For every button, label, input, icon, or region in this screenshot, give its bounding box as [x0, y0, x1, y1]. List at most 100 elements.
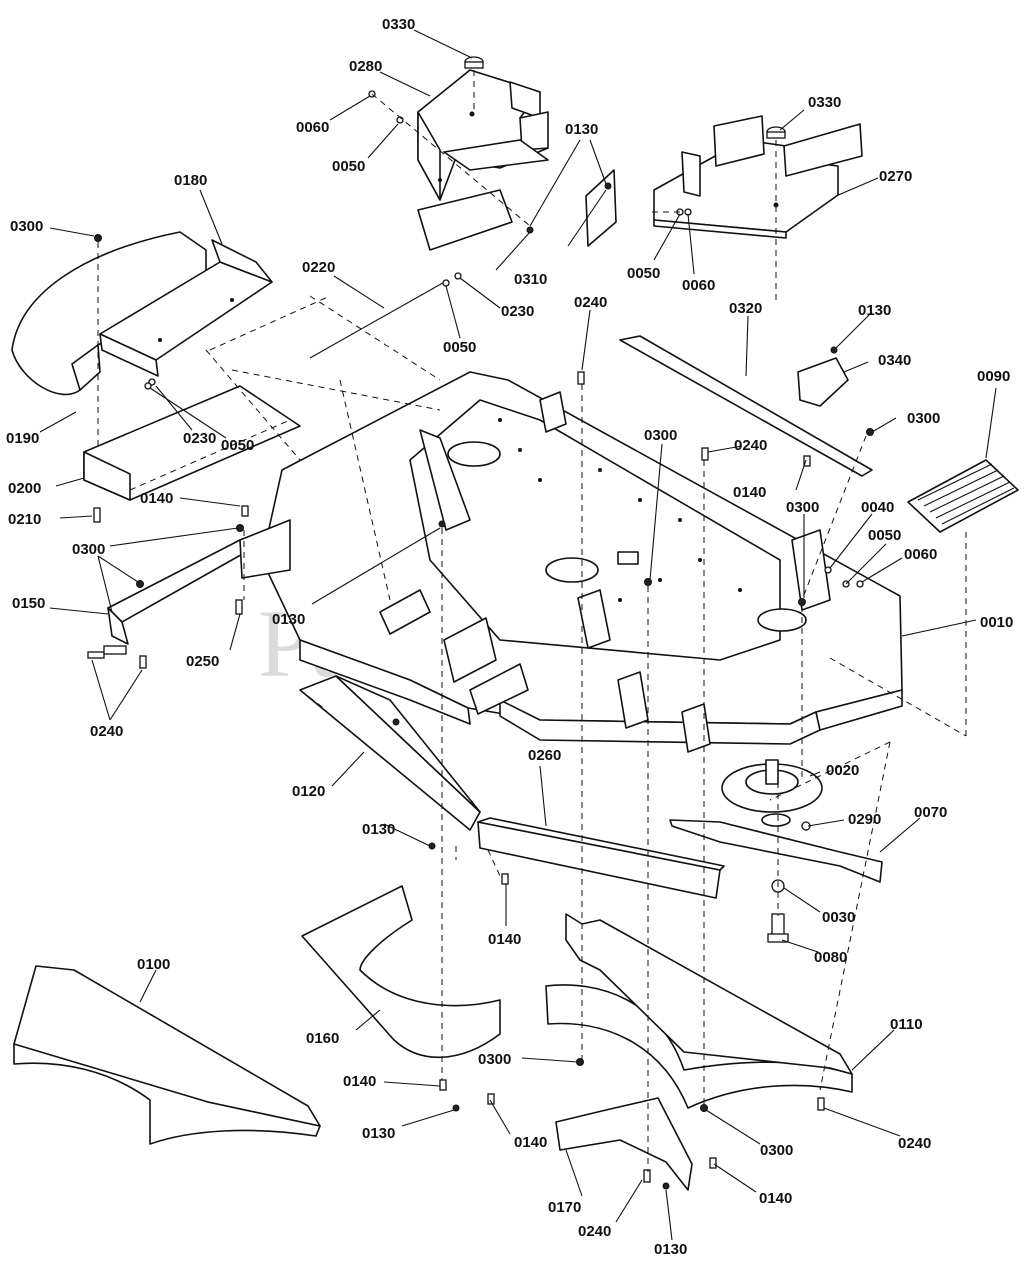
callout-0300[interactable]: 0300 [72, 541, 105, 558]
callout-0230[interactable]: 0230 [501, 303, 534, 320]
callout-0270[interactable]: 0270 [879, 168, 912, 185]
part-0150-gauge-bracket[interactable] [107, 519, 291, 645]
part-0300-nut-c[interactable] [136, 580, 144, 588]
callout-0140[interactable]: 0140 [733, 484, 766, 501]
callout-0300[interactable]: 0300 [644, 427, 677, 444]
callout-0040[interactable]: 0040 [861, 499, 894, 516]
part-0160-baffle-mid[interactable] [301, 885, 501, 1059]
callout-0050[interactable]: 0050 [221, 437, 254, 454]
callout-0320[interactable]: 0320 [729, 300, 762, 317]
part-0180-chute-bracket[interactable] [99, 239, 273, 377]
callout-0250[interactable]: 0250 [186, 653, 219, 670]
callout-0060[interactable]: 0060 [682, 277, 715, 294]
part-0300-nut-e[interactable] [798, 598, 806, 606]
part-0240-stud-left[interactable] [87, 645, 127, 659]
part-0300-nut-f[interactable] [866, 428, 874, 436]
callout-0130[interactable]: 0130 [565, 121, 598, 138]
part-0320-trim-strip[interactable] [619, 335, 873, 477]
part-0240-bolt-d[interactable] [817, 1097, 825, 1111]
callout-0300[interactable]: 0300 [760, 1142, 793, 1159]
part-0140-bolt-f[interactable] [709, 1157, 717, 1169]
callout-0170[interactable]: 0170 [548, 1199, 581, 1216]
callout-0120[interactable]: 0120 [292, 783, 325, 800]
part-0200-chute-rod-bracket[interactable] [83, 385, 301, 501]
part-0050-washer-rod[interactable] [442, 279, 450, 287]
callout-0140[interactable]: 0140 [343, 1073, 376, 1090]
part-0240-bolt-a[interactable] [577, 371, 585, 385]
part-0140-bolt-d[interactable] [439, 1079, 447, 1091]
callout-0340[interactable]: 0340 [878, 352, 911, 369]
callout-0140[interactable]: 0140 [140, 490, 173, 507]
callout-0180[interactable]: 0180 [174, 172, 207, 189]
callout-0060[interactable]: 0060 [904, 546, 937, 563]
part-0110-baffle-right[interactable] [545, 913, 853, 1109]
part-0120-front-rail[interactable] [299, 675, 481, 831]
callout-0080[interactable]: 0080 [814, 949, 847, 966]
callout-0130[interactable]: 0130 [362, 821, 395, 838]
callout-0300[interactable]: 0300 [786, 499, 819, 516]
callout-0300[interactable]: 0300 [907, 410, 940, 427]
part-0050-washer-left[interactable] [144, 382, 152, 390]
part-0080-blade-bolt[interactable] [767, 913, 789, 943]
part-0270-side-panel[interactable] [585, 169, 617, 247]
part-0020-spindle-assembly[interactable] [721, 759, 823, 827]
part-0140-bolt-a[interactable] [241, 505, 249, 517]
part-0300-nut-a[interactable] [94, 234, 102, 242]
part-0310-baffle-panel[interactable] [417, 189, 513, 251]
callout-0110[interactable]: 0110 [890, 1016, 923, 1033]
callout-0220[interactable]: 0220 [302, 259, 335, 276]
part-0280-baffle[interactable] [417, 69, 549, 201]
part-0040-fitting[interactable] [824, 566, 832, 574]
part-0130-nut-top-a[interactable] [526, 226, 534, 234]
part-0130-nut-g[interactable] [452, 1104, 460, 1112]
callout-0210[interactable]: 0210 [8, 511, 41, 528]
callout-0140[interactable]: 0140 [488, 931, 521, 948]
callout-0240[interactable]: 0240 [578, 1223, 611, 1240]
callout-0310[interactable]: 0310 [514, 271, 547, 288]
callout-0290[interactable]: 0290 [848, 811, 881, 828]
callout-0300[interactable]: 0300 [478, 1051, 511, 1068]
part-0140-bolt-e[interactable] [487, 1093, 495, 1105]
part-0260-rear-rail[interactable] [477, 817, 725, 899]
callout-0130[interactable]: 0130 [362, 1125, 395, 1142]
part-0090-foot-pad[interactable] [907, 459, 1019, 533]
callout-0130[interactable]: 0130 [272, 611, 305, 628]
part-0230-pin-top[interactable] [454, 272, 462, 280]
part-0070-blade[interactable] [669, 819, 883, 883]
part-0240-bolt-c[interactable] [139, 655, 147, 669]
callout-0050[interactable]: 0050 [868, 527, 901, 544]
part-0300-nut-h[interactable] [700, 1104, 708, 1112]
callout-0090[interactable]: 0090 [977, 368, 1010, 385]
callout-0300[interactable]: 0300 [10, 218, 43, 235]
callout-0280[interactable]: 0280 [349, 58, 382, 75]
callout-0130[interactable]: 0130 [654, 1241, 687, 1258]
part-0220-rod[interactable] [309, 279, 449, 359]
callout-0160[interactable]: 0160 [306, 1030, 339, 1047]
part-0170-baffle-bottom[interactable] [555, 1097, 693, 1191]
part-0010-deck-shell[interactable] [261, 371, 903, 745]
part-0330-cap-left[interactable] [464, 56, 484, 69]
part-0130-nut-h[interactable] [662, 1182, 670, 1190]
callout-0240[interactable]: 0240 [574, 294, 607, 311]
callout-0050[interactable]: 0050 [443, 339, 476, 356]
part-0300-nut-d[interactable] [644, 578, 652, 586]
callout-0190[interactable]: 0190 [6, 430, 39, 447]
part-0210-bolt[interactable] [93, 507, 101, 523]
callout-0150[interactable]: 0150 [12, 595, 45, 612]
part-0130-nut-d[interactable] [830, 346, 838, 354]
callout-0070[interactable]: 0070 [914, 804, 947, 821]
part-0130-nut-c[interactable] [438, 520, 446, 528]
callout-0240[interactable]: 0240 [90, 723, 123, 740]
callout-0010[interactable]: 0010 [980, 614, 1013, 631]
part-0340-shield[interactable] [797, 357, 849, 407]
callout-0050[interactable]: 0050 [332, 158, 365, 175]
part-0100-baffle-left[interactable] [13, 965, 321, 1145]
part-0060-bolt-right[interactable] [856, 580, 864, 588]
part-0130-nut-top-b[interactable] [604, 182, 612, 190]
callout-0100[interactable]: 0100 [137, 956, 170, 973]
part-0130-nut-e[interactable] [392, 718, 400, 726]
callout-0060[interactable]: 0060 [296, 119, 329, 136]
part-0250-bolt[interactable] [235, 599, 243, 615]
callout-0200[interactable]: 0200 [8, 480, 41, 497]
callout-0030[interactable]: 0030 [822, 909, 855, 926]
